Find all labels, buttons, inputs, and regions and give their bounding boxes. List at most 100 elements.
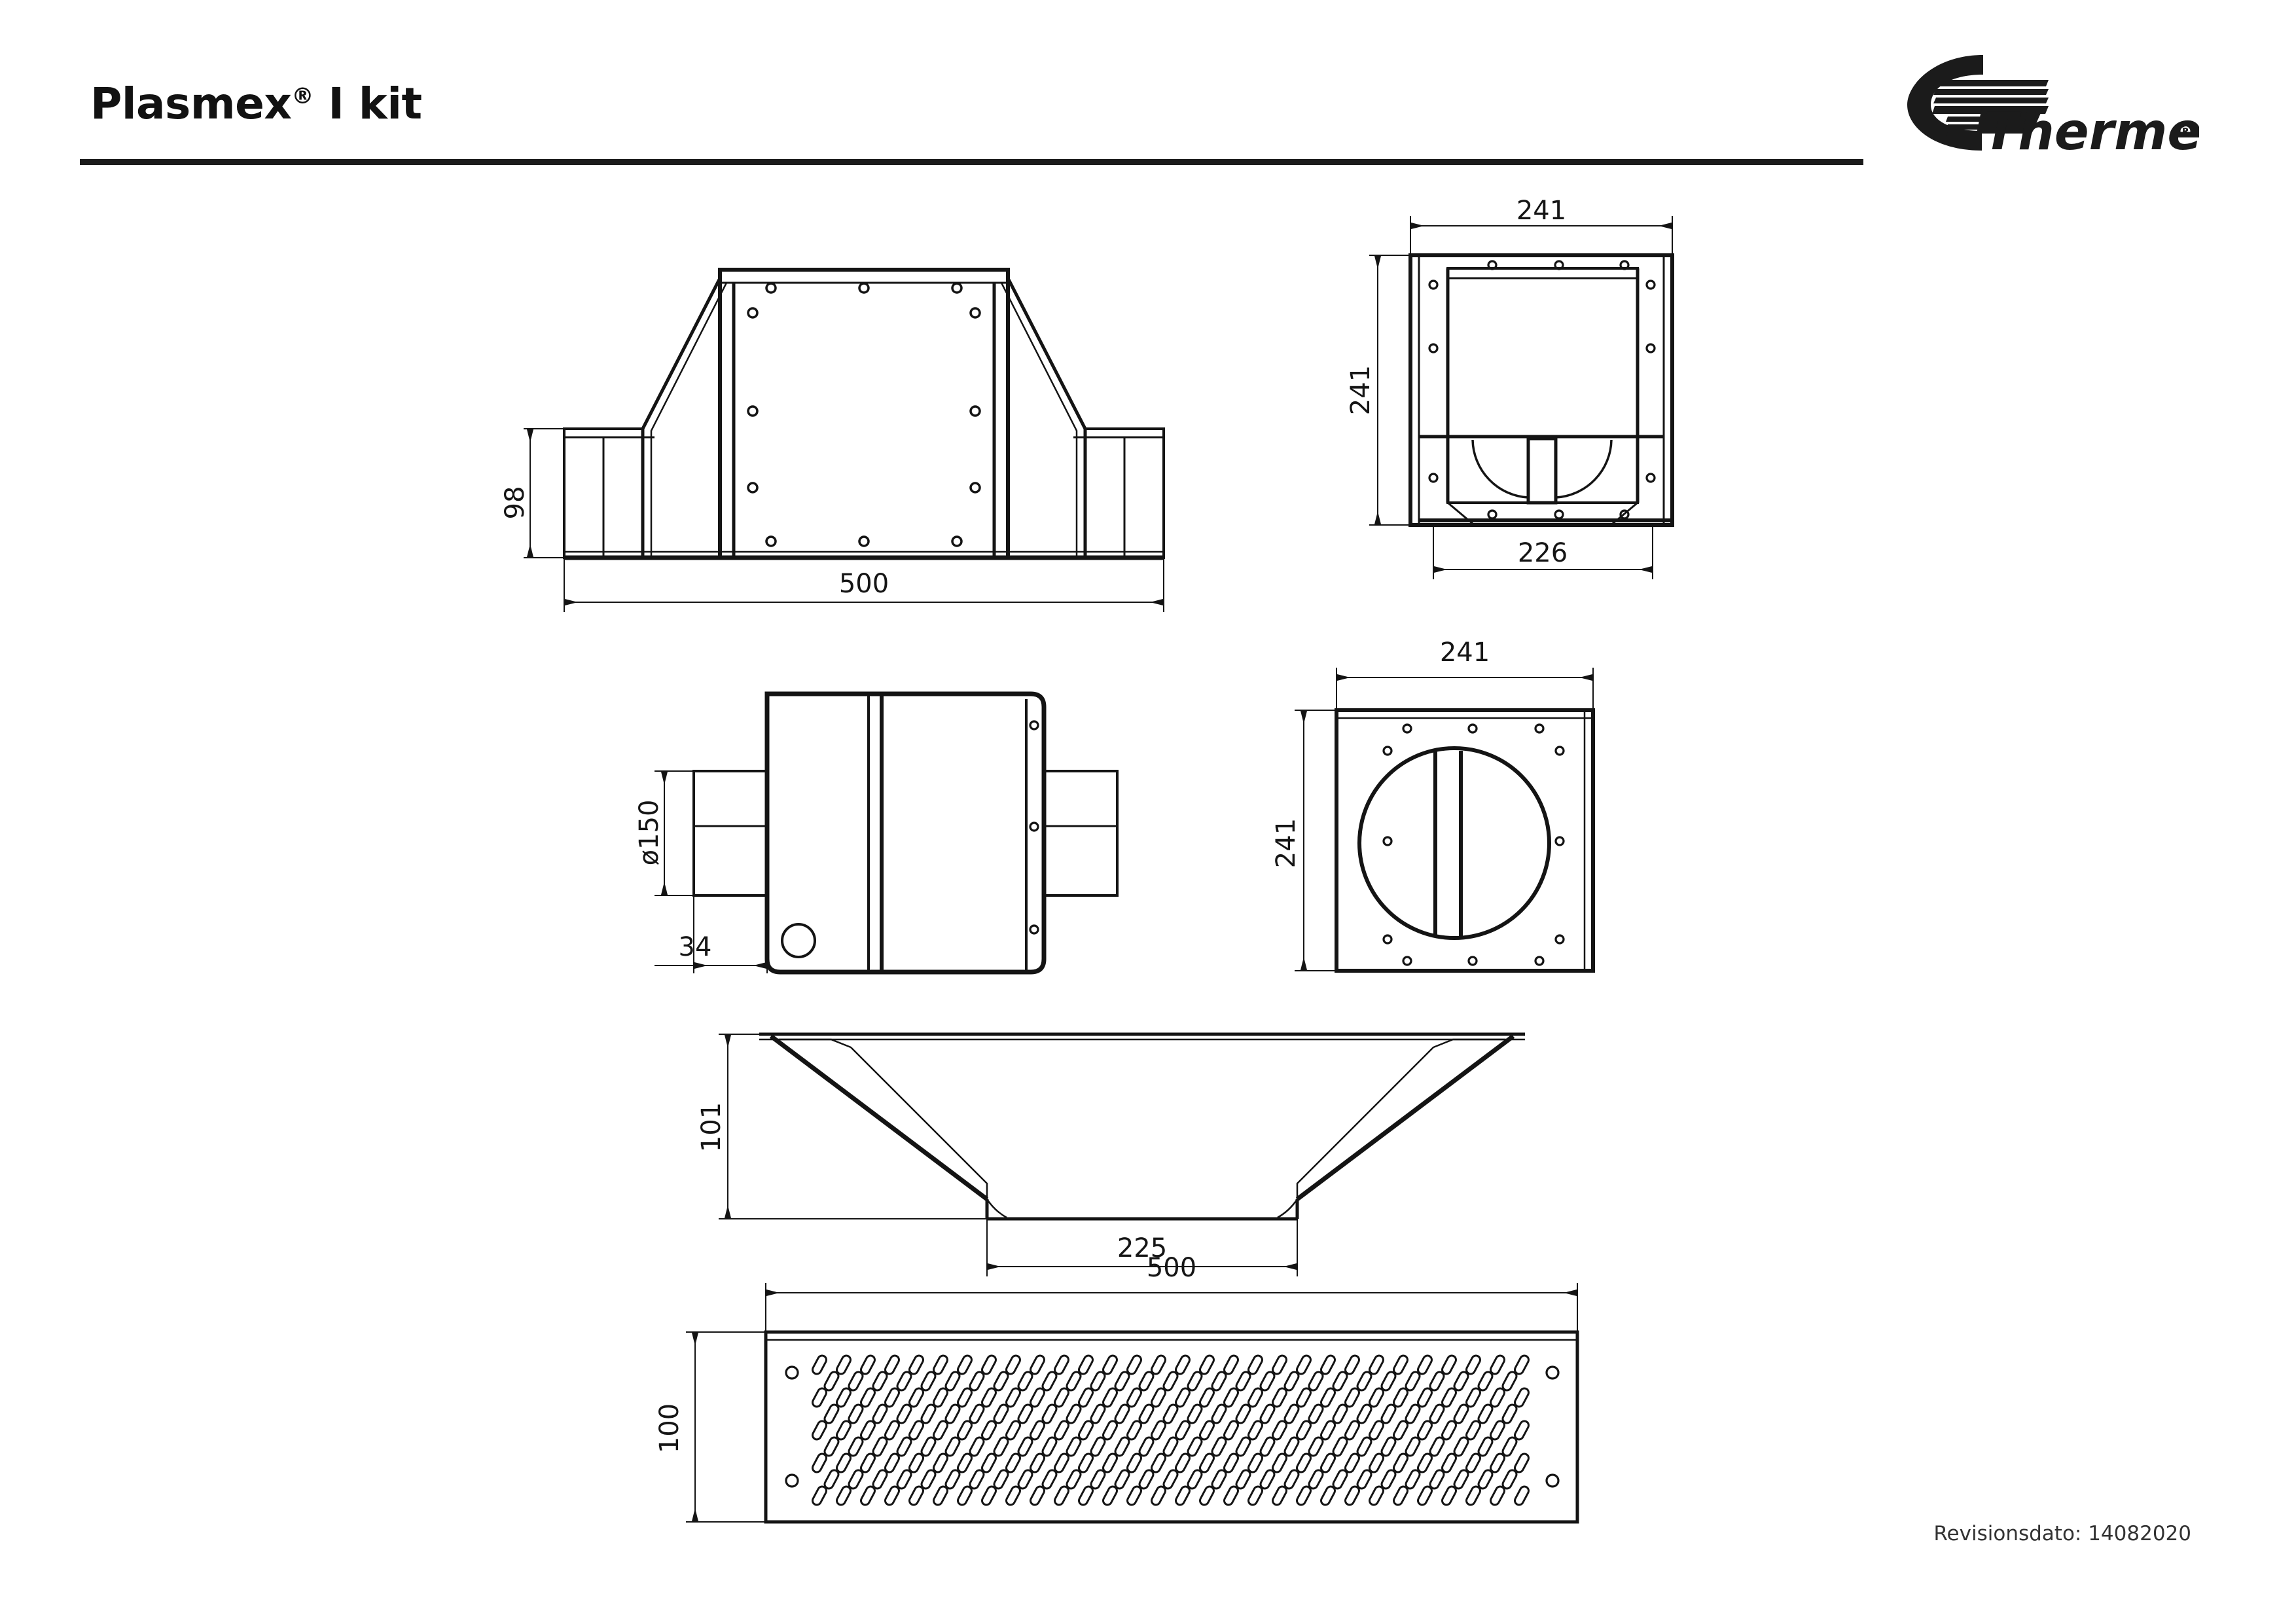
perforation-slot bbox=[1187, 1403, 1203, 1424]
perforation-slot bbox=[969, 1371, 985, 1392]
perforation-slot bbox=[872, 1371, 888, 1392]
perforation-slot bbox=[1041, 1371, 1058, 1392]
perforation-slot bbox=[1441, 1387, 1457, 1408]
perforation-slot bbox=[1393, 1453, 1408, 1473]
perforation-slot bbox=[836, 1420, 852, 1441]
page-title-text: Plasmex bbox=[90, 79, 292, 129]
perforation-slot bbox=[1054, 1387, 1069, 1408]
perforation-slot bbox=[836, 1453, 852, 1473]
perforation-slot bbox=[1332, 1469, 1348, 1490]
perforation-slot bbox=[1066, 1403, 1082, 1424]
perforation-slot bbox=[1066, 1371, 1082, 1392]
perforation-slot bbox=[1344, 1485, 1360, 1506]
header-divider bbox=[80, 159, 1863, 165]
perforation-slot bbox=[1066, 1436, 1082, 1457]
perforation-slot bbox=[1223, 1354, 1239, 1375]
perforation-slot bbox=[1199, 1485, 1215, 1506]
perforation-slot bbox=[1175, 1387, 1191, 1408]
perforation-slot bbox=[1030, 1354, 1045, 1375]
perforation-slot bbox=[1199, 1387, 1215, 1408]
perforation-slot bbox=[1066, 1469, 1082, 1490]
logo-registered-icon: ® bbox=[2177, 122, 2194, 142]
perforation-slot bbox=[1296, 1485, 1312, 1506]
perforation-slot bbox=[1393, 1387, 1408, 1408]
perforation-slot bbox=[823, 1469, 840, 1490]
perforation-slot bbox=[1017, 1371, 1033, 1392]
perforation-slot bbox=[1054, 1420, 1069, 1441]
perforation-slot bbox=[1490, 1354, 1505, 1375]
perforation-slot bbox=[836, 1387, 852, 1408]
perforation-slot bbox=[860, 1420, 876, 1441]
perforation-slot bbox=[969, 1436, 985, 1457]
perforation-slot bbox=[1090, 1371, 1106, 1392]
perforation-slot bbox=[1283, 1371, 1300, 1392]
perforation-slot bbox=[1199, 1420, 1215, 1441]
perforation-slot bbox=[1441, 1420, 1457, 1441]
perforation-slot bbox=[1162, 1403, 1179, 1424]
perforation-slot bbox=[896, 1403, 912, 1424]
perforation-slot bbox=[1514, 1387, 1530, 1408]
dim-side-width: 241 bbox=[1516, 196, 1566, 226]
perforation-slot bbox=[1308, 1371, 1324, 1392]
perforation-slot bbox=[957, 1420, 973, 1441]
perforation-slot bbox=[848, 1371, 864, 1392]
perforation-slot bbox=[908, 1354, 924, 1375]
perforation-slot bbox=[1320, 1485, 1336, 1506]
perforation-slot bbox=[1126, 1453, 1142, 1473]
sheet-header: Plasmex® I kit Thermex ® bbox=[0, 0, 2296, 183]
perforation-slot bbox=[1199, 1354, 1215, 1375]
perforation-slot bbox=[1114, 1436, 1130, 1457]
perforation-slot bbox=[1078, 1453, 1094, 1473]
perforation-slot bbox=[1272, 1420, 1287, 1441]
perforation-slot bbox=[896, 1371, 912, 1392]
perforation-slot bbox=[1247, 1354, 1263, 1375]
perforation-slot bbox=[1235, 1469, 1251, 1490]
perforation-slot bbox=[1320, 1453, 1336, 1473]
perforation-slot bbox=[969, 1403, 985, 1424]
perforation-slot bbox=[1162, 1469, 1179, 1490]
perforation-slot bbox=[1017, 1436, 1033, 1457]
perforation-slot bbox=[1369, 1420, 1384, 1441]
page-title-suffix: I kit bbox=[313, 79, 422, 129]
dim-front-width: 500 bbox=[839, 569, 889, 599]
dim-grille-height: 100 bbox=[655, 1403, 685, 1453]
perforation-slot bbox=[1247, 1485, 1263, 1506]
perforation-slot bbox=[1272, 1453, 1287, 1473]
perforation-slot bbox=[1151, 1453, 1166, 1473]
perforation-slot bbox=[860, 1354, 876, 1375]
perforation-slot bbox=[1490, 1420, 1505, 1441]
perforation-slot bbox=[1332, 1403, 1348, 1424]
perforation-slot bbox=[1235, 1436, 1251, 1457]
perforation-slot bbox=[884, 1485, 900, 1506]
perforation-slot bbox=[1465, 1453, 1481, 1473]
perforation-slot bbox=[1126, 1387, 1142, 1408]
registered-mark-icon: ® bbox=[291, 83, 314, 109]
perforation-slot bbox=[1393, 1354, 1408, 1375]
perforation-slot bbox=[1429, 1371, 1445, 1392]
perforation-slot bbox=[1102, 1485, 1118, 1506]
perforation-slot bbox=[1320, 1420, 1336, 1441]
perforation-slot bbox=[1162, 1371, 1179, 1392]
perforation-slot bbox=[1283, 1403, 1300, 1424]
perforation-slot bbox=[1247, 1420, 1263, 1441]
perforation-slot bbox=[1380, 1469, 1397, 1490]
perforation-slot bbox=[1308, 1403, 1324, 1424]
perforation-slot bbox=[1514, 1453, 1530, 1473]
dim-top-offset: 34 bbox=[679, 932, 712, 962]
perforation-slot bbox=[1393, 1485, 1408, 1506]
perforation-slot bbox=[1296, 1387, 1312, 1408]
perforation-slot bbox=[1514, 1420, 1530, 1441]
perforation-slot bbox=[1090, 1469, 1106, 1490]
perforation-slot bbox=[1041, 1469, 1058, 1490]
perforation-slot bbox=[1151, 1420, 1166, 1441]
perforation-slot bbox=[1138, 1371, 1155, 1392]
perforation-slot bbox=[1429, 1403, 1445, 1424]
perforation-slot bbox=[1501, 1469, 1518, 1490]
perforation-pattern bbox=[812, 1354, 1530, 1506]
perforation-slot bbox=[1477, 1469, 1494, 1490]
logo-c-arc bbox=[1907, 55, 1983, 151]
perforation-slot bbox=[860, 1485, 876, 1506]
perforation-slot bbox=[1090, 1403, 1106, 1424]
perforation-slot bbox=[1308, 1469, 1324, 1490]
perforation-slot bbox=[1138, 1436, 1155, 1457]
